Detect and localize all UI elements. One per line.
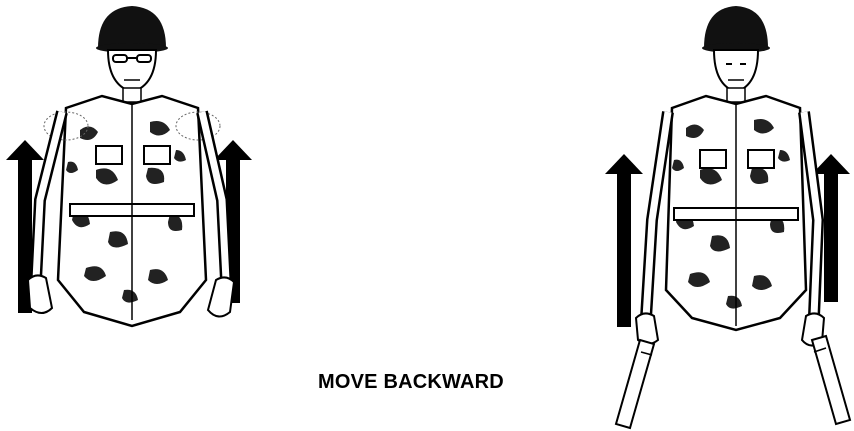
signal-wand-icon (616, 340, 654, 428)
helmet-icon (96, 6, 168, 53)
signaler-figure-right (600, 0, 854, 431)
face (108, 50, 156, 92)
signal-caption: MOVE BACKWARD (318, 371, 504, 394)
up-arrow-icon (605, 154, 643, 327)
signal-wand-icon (812, 336, 850, 424)
face (714, 50, 758, 92)
signaler-figure-left (0, 0, 260, 340)
helmet-icon (702, 6, 770, 53)
right-hand (208, 277, 234, 316)
left-hand (28, 275, 52, 313)
